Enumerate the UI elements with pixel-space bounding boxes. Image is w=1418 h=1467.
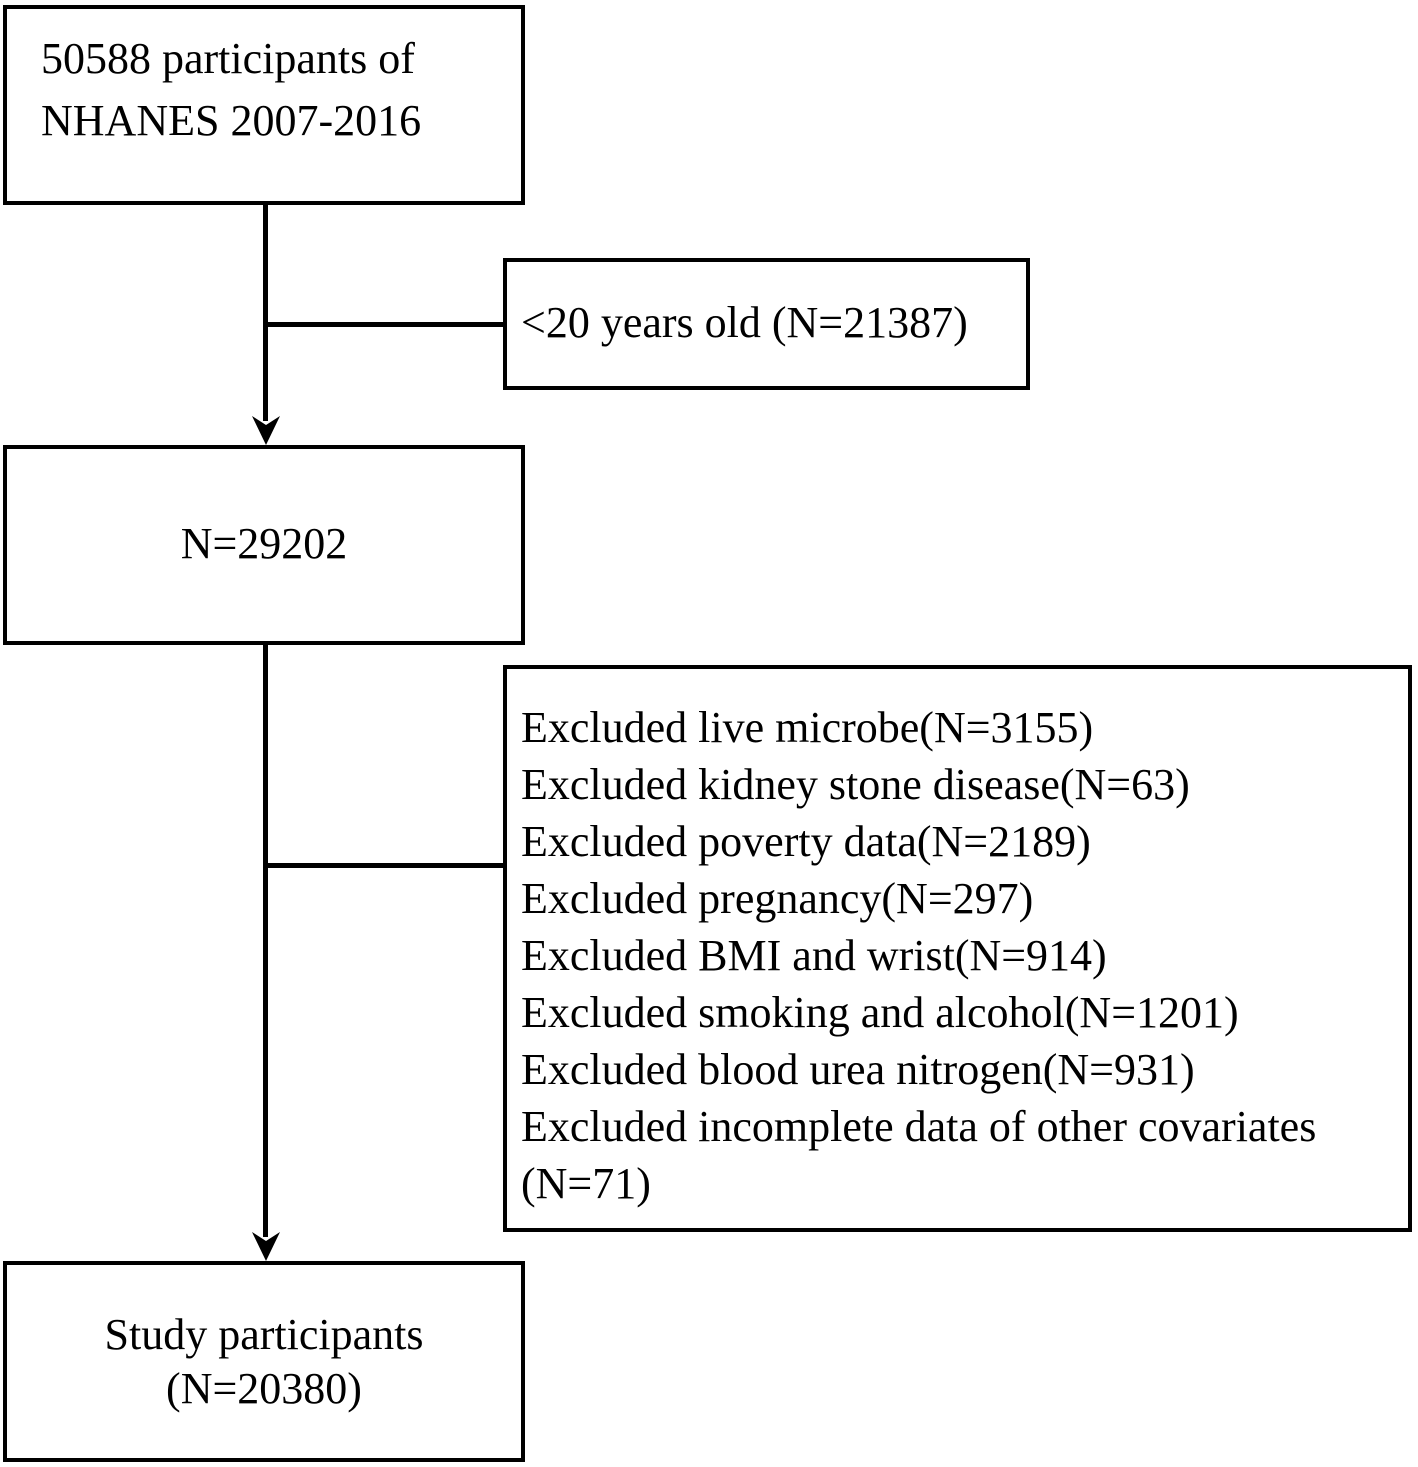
stage2-cohort-label: N=29202	[180, 519, 348, 568]
exclusion-list-box	[503, 665, 1412, 1232]
stage2-cohort-box	[3, 445, 525, 645]
source-cohort-box	[3, 5, 525, 205]
study-participants-label: Study participants (N=20380)	[104, 1310, 424, 1414]
arrowhead-down-icon	[252, 1232, 280, 1261]
connector-stage2-to-final	[263, 645, 268, 1237]
arrowhead-down-icon	[252, 416, 280, 445]
connector-source-to-stage2	[263, 205, 268, 421]
exclusion-age-box	[503, 258, 1030, 390]
connector-branch-to-age-exclusion	[263, 322, 505, 327]
connector-branch-to-exclusion-list	[263, 863, 505, 868]
exclusion-age-label: <20 years old (N=21387)	[521, 298, 968, 347]
source-cohort-label: 50588 participants of NHANES 2007-2016	[41, 34, 422, 146]
exclusion-list-label: Excluded live microbe(N=3155) Excluded k…	[521, 703, 1317, 1208]
study-participants-box	[3, 1261, 525, 1462]
